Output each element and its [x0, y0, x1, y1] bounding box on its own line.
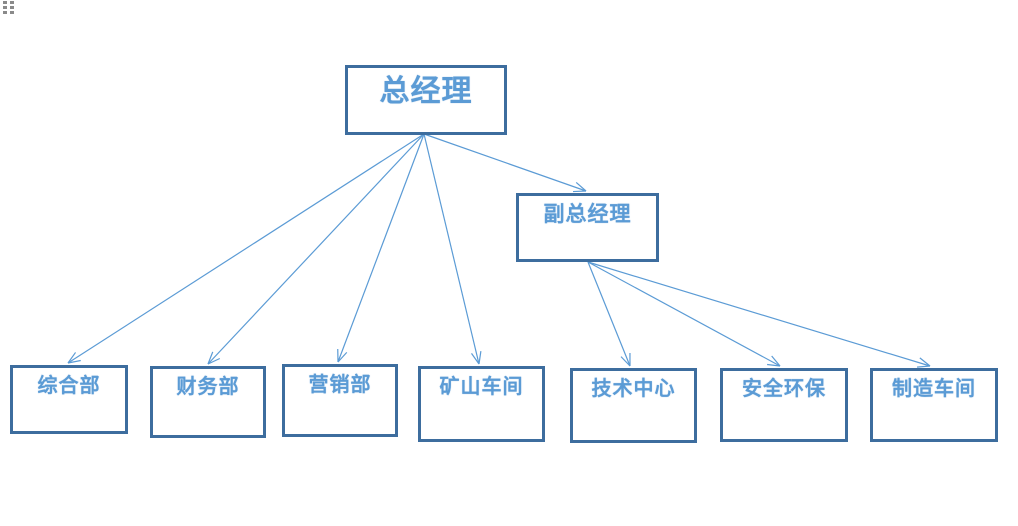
connector-dgm-to-d6 [587, 261, 781, 367]
org-node-label: 营销部 [308, 374, 372, 396]
org-node-label: 财务部 [176, 376, 240, 398]
org-node-d7[interactable]: 制造车间 [870, 368, 998, 442]
grip-dot [10, 1, 14, 4]
org-node-label: 制造车间 [892, 378, 976, 400]
org-node-d3[interactable]: 营销部 [282, 364, 398, 437]
grip-dot [3, 6, 7, 9]
org-node-label: 技术中心 [591, 378, 676, 400]
connector-gm-to-d2 [207, 133, 425, 365]
org-node-d4[interactable]: 矿山车间 [418, 366, 545, 442]
connector-dgm-to-d7 [587, 261, 931, 368]
org-node-d6[interactable]: 安全环保 [720, 368, 848, 442]
org-node-dgm[interactable]: 副总经理 [516, 193, 659, 262]
connector-gm-to-dgm [423, 133, 587, 193]
org-node-gm[interactable]: 总经理 [345, 65, 507, 135]
grip-dots-icon[interactable] [3, 1, 17, 14]
org-node-d2[interactable]: 财务部 [150, 366, 266, 438]
grip-dot [10, 11, 14, 14]
grip-dot [3, 1, 7, 4]
org-node-label: 矿山车间 [439, 376, 524, 398]
connector-gm-to-d3 [337, 133, 425, 363]
org-node-label: 副总经理 [543, 202, 632, 226]
grip-dot [10, 6, 14, 9]
connector-dgm-to-d5 [587, 261, 631, 367]
org-node-d5[interactable]: 技术中心 [570, 368, 697, 443]
org-node-label: 总经理 [379, 75, 473, 108]
grip-dot [3, 11, 7, 14]
connector-gm-to-d1 [67, 133, 425, 364]
connector-gm-to-d4 [423, 133, 482, 365]
org-node-label: 综合部 [37, 375, 101, 397]
org-node-label: 安全环保 [742, 378, 826, 400]
org-node-d1[interactable]: 综合部 [10, 365, 128, 434]
